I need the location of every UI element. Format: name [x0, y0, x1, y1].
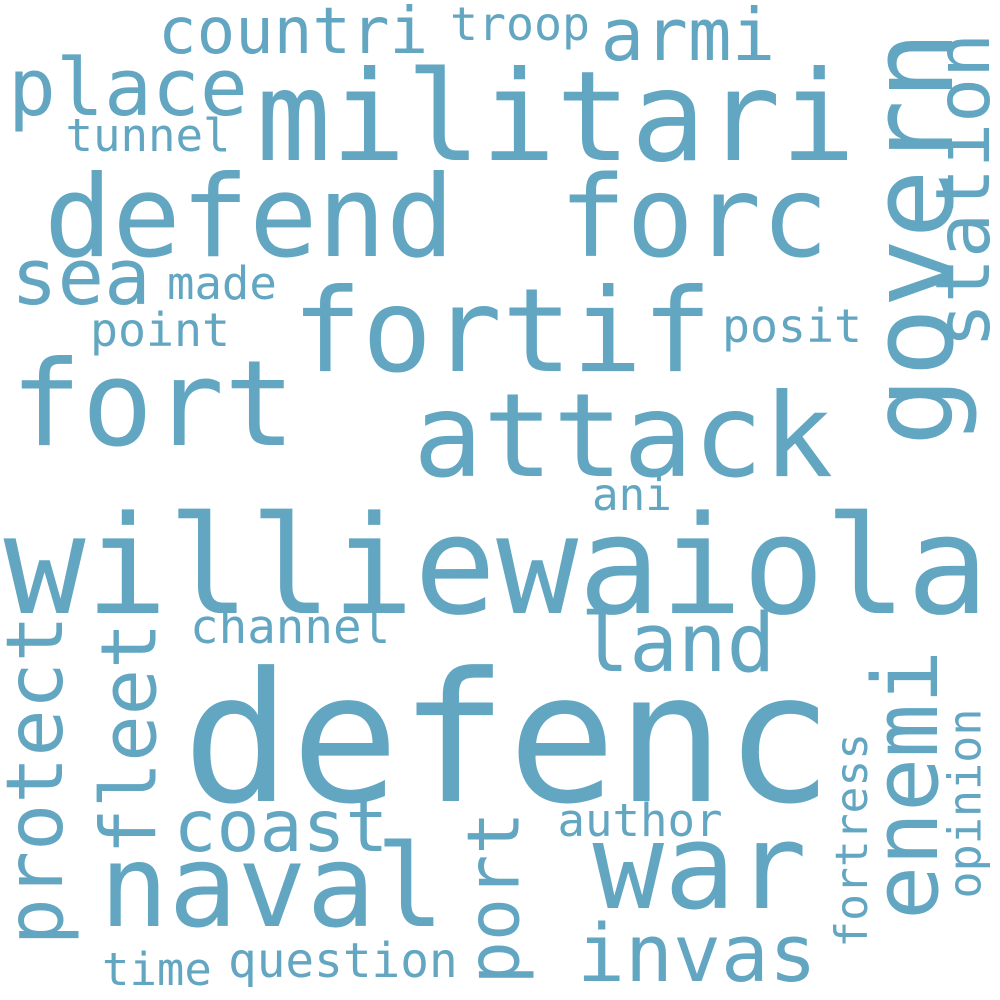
word-channel: channel: [190, 600, 391, 655]
word-attack: attack: [413, 369, 834, 504]
word-armi: armi: [600, 0, 776, 78]
word-made: made: [167, 257, 277, 310]
word-port: port: [451, 811, 536, 985]
word-author: author: [557, 794, 723, 847]
word-posit: posit: [722, 298, 862, 353]
word-question: question: [228, 934, 458, 989]
word-defend: defend: [44, 151, 455, 283]
word-tunnel: tunnel: [65, 109, 231, 162]
word-countri: countri: [158, 0, 429, 69]
word-war: war: [592, 798, 808, 937]
word-protect: protect: [0, 615, 81, 946]
word-naval: naval: [99, 820, 445, 954]
word-invas: invas: [577, 907, 817, 1000]
word-defenc: defenc: [182, 635, 834, 844]
word-ani: ani: [592, 470, 672, 521]
word-coast: coast: [173, 784, 389, 868]
word-fortress: fortress: [825, 732, 878, 948]
word-station: station: [919, 32, 1000, 348]
word-forc: forc: [559, 153, 829, 283]
word-troop: troop: [450, 0, 590, 51]
word-sea: sea: [11, 232, 151, 323]
word-opinion: opinion: [938, 708, 992, 899]
word-militari: militari: [256, 44, 856, 190]
word-land: land: [580, 596, 776, 691]
word-fort: fort: [10, 335, 296, 473]
word-williewaiola: williewaiola: [3, 487, 989, 646]
word-place: place: [8, 41, 248, 134]
word-point: point: [90, 302, 230, 357]
word-fleet: fleet: [84, 622, 175, 855]
word-fortif: fortif: [292, 264, 713, 399]
word-time: time: [102, 943, 212, 996]
